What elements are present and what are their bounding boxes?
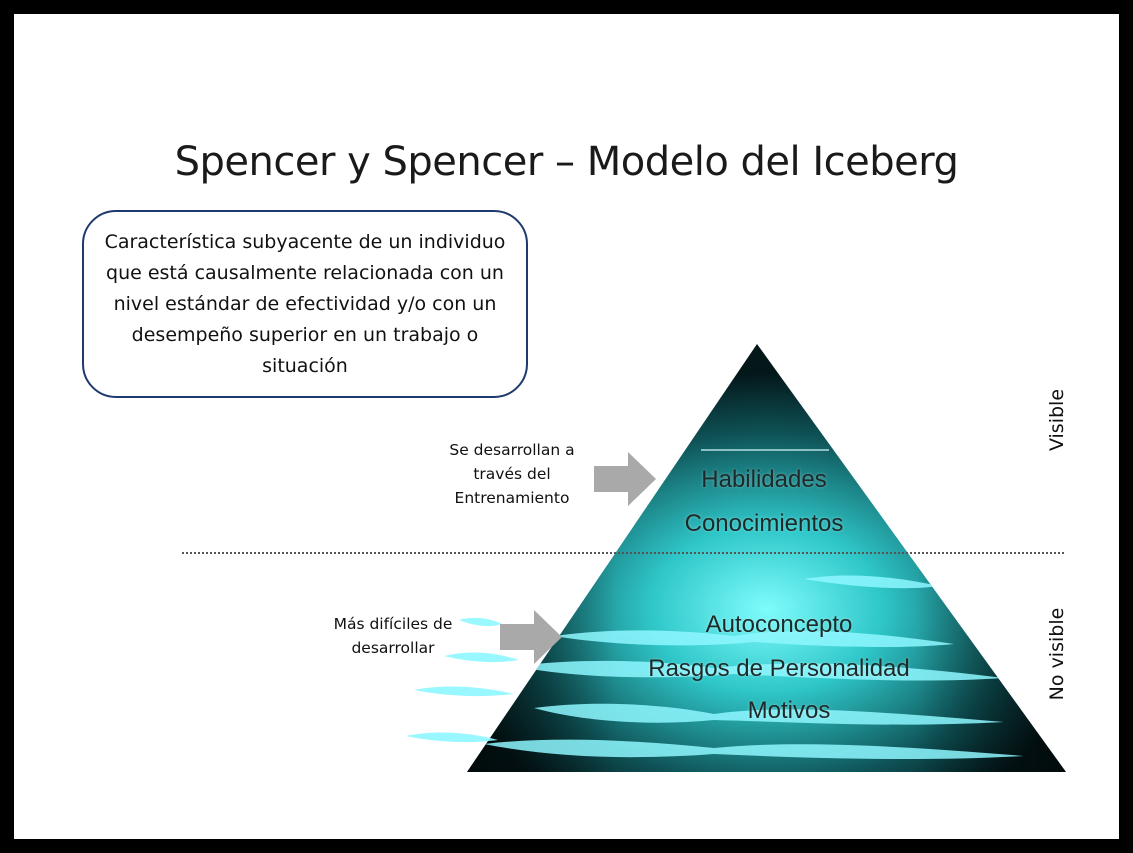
not-visible-label: No visible xyxy=(1046,607,1068,701)
slide-title: Spencer y Spencer – Modelo del Iceberg xyxy=(174,139,959,185)
pyramid-item-rasgos: Rasgos de Personalidad xyxy=(648,655,910,682)
waterline-divider xyxy=(182,552,1064,554)
definition-text: Característica subyacente de un individu… xyxy=(104,230,506,377)
pyramid-item-autoconcepto: Autoconcepto xyxy=(705,611,853,638)
ice-streaks-outside xyxy=(406,617,519,743)
note-difficult: Más difíciles de desarrollar xyxy=(333,615,453,657)
pyramid-item-motivos: Motivos xyxy=(747,697,831,724)
note-training: Se desarrollan a través del Entrenamient… xyxy=(449,441,575,507)
arrow-right-icon xyxy=(594,452,656,506)
pyramid-item-conocimientos: Conocimientos xyxy=(684,510,844,537)
ice-streaks xyxy=(484,575,1024,760)
slide: Spencer y Spencer – Modelo del Iceberg C… xyxy=(14,14,1119,839)
pyramid-item-habilidades: Habilidades xyxy=(701,466,827,493)
visible-label: Visible xyxy=(1046,388,1068,452)
iceberg-pyramid xyxy=(406,344,1066,772)
arrow-right-icon xyxy=(500,610,562,664)
definition-box: Característica subyacente de un individu… xyxy=(82,210,528,398)
